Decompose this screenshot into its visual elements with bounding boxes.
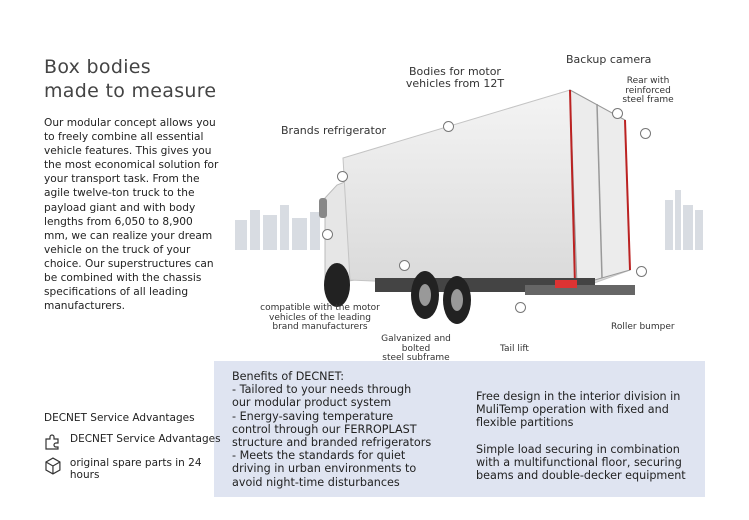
benefit-right-item: Free design in the interior division in … (476, 390, 681, 430)
tail-lift (525, 285, 635, 295)
benefit-item: - Meets the standards for quiet driving … (232, 449, 417, 489)
tail-light (555, 280, 577, 288)
callout-galvanized: Galvanized and bolted steel subframe (381, 334, 451, 363)
intro-text: Our modular concept allows you to freely… (44, 117, 219, 313)
benefit-item: - Tailored to your needs through our mod… (232, 383, 412, 410)
page-title: Box bodies made to measure (44, 55, 216, 103)
service-item[interactable]: DECNET Service Advantages (44, 433, 221, 451)
callout-backup-camera: Backup camera (566, 53, 652, 66)
benefits-heading: Benefits of DECNET: (232, 370, 344, 383)
callout-bodies: Bodies for motor vehicles from 12T (405, 65, 505, 90)
benefits-right: Free design in the interior division in … (476, 390, 696, 482)
benefit-right-item: Simple load securing in combination with… (476, 442, 686, 483)
callout-dot-compatible[interactable] (322, 229, 333, 240)
wheels (324, 263, 471, 324)
callout-rear: Rear with reinforced steel frame (622, 76, 674, 105)
service-item-label: original spare parts in 24 hours (69, 457, 202, 481)
title-line-2: made to measure (44, 80, 217, 102)
callout-dot-bodies[interactable] (443, 121, 454, 132)
callout-dot-subframe[interactable] (399, 260, 410, 271)
callout-brands-refrigerator: Brands refrigerator (281, 124, 387, 137)
service-heading: DECNET Service Advantages (44, 412, 195, 424)
city-skyline (235, 190, 703, 250)
service-item[interactable]: original spare parts in 24 hours (44, 457, 209, 481)
callout-dot-camera[interactable] (612, 108, 623, 119)
callout-roller-bumper: Roller bumper (611, 322, 675, 332)
truck-illustration (235, 89, 703, 324)
callout-dot-tail-lift[interactable] (515, 302, 526, 313)
rear-frame (569, 89, 576, 286)
callout-dot-rear[interactable] (640, 128, 651, 139)
mirror (319, 198, 327, 218)
benefits-left: Benefits of DECNET: - Tailored to your n… (232, 370, 432, 489)
title-line-1: Box bodies (44, 56, 151, 78)
callout-dot-bumper[interactable] (636, 266, 647, 277)
callout-compatible: compatible with the motor vehicles of th… (260, 303, 380, 332)
box-icon (45, 457, 61, 475)
callout-dot-refrigerator[interactable] (337, 171, 348, 182)
callout-tail-lift: Tail lift (500, 344, 529, 354)
puzzle-icon (45, 434, 59, 450)
benefit-item: - Energy-saving temperature control thro… (232, 409, 432, 450)
benefits-panel (214, 361, 705, 497)
service-item-label: DECNET Service Advantages (70, 433, 221, 445)
